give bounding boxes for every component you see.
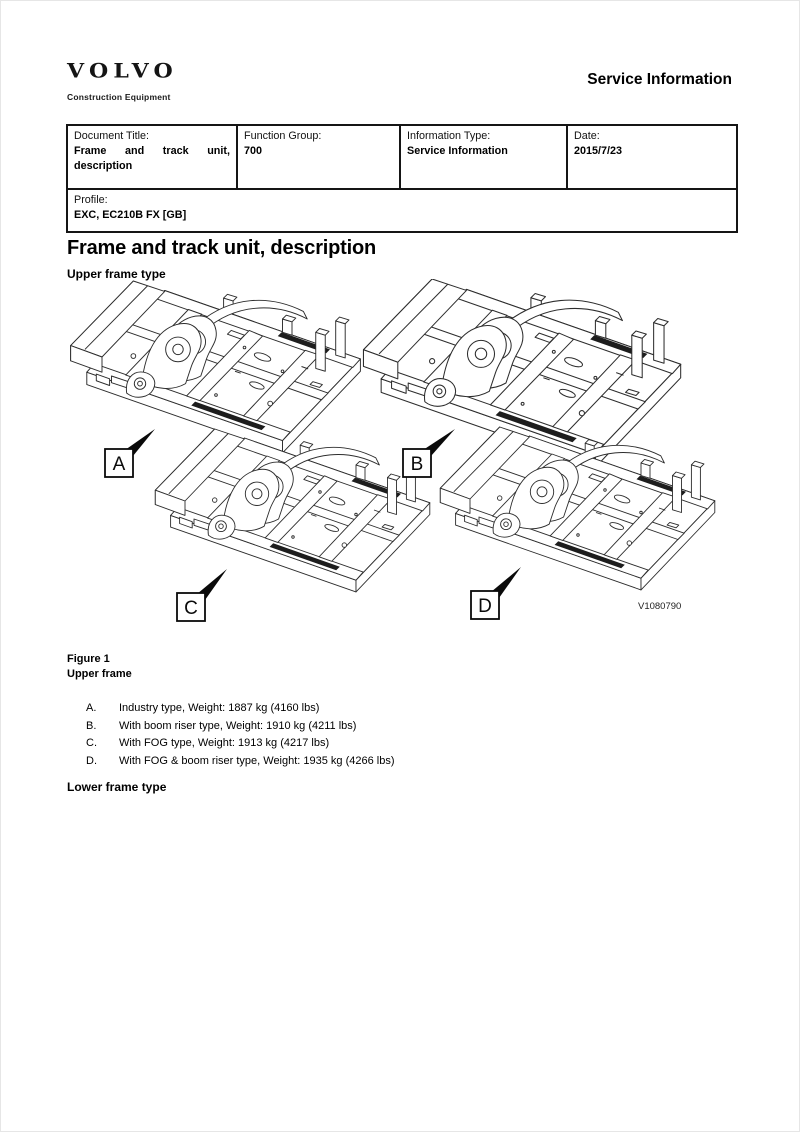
list-item-text: With boom riser type, Weight: 1910 kg (4…	[119, 719, 357, 732]
function-group-value: 700	[244, 145, 263, 157]
list-item-text: With FOG type, Weight: 1913 kg (4217 lbs…	[119, 737, 330, 749]
document-title-value: Frame and track unit, description	[74, 145, 230, 172]
profile-value: EXC, EC210B FX [GB]	[74, 209, 187, 221]
callout-c-letter: C	[184, 598, 198, 619]
figure-caption-title: Upper frame	[67, 668, 132, 680]
figure-caption-number: Figure 1	[67, 653, 110, 665]
callout-d-letter: D	[478, 596, 492, 617]
information-type-label: Information Type:	[407, 130, 491, 142]
list-item-key: D.	[86, 754, 97, 767]
list-item-text: With FOG & boom riser type, Weight: 1935…	[119, 754, 395, 767]
function-group-label: Function Group:	[244, 130, 322, 142]
callout-c-box	[176, 592, 206, 622]
volvo-logo: VOLVO Construction Equipment	[67, 59, 173, 102]
callout-a-box	[104, 448, 134, 478]
list-item-key: A.	[86, 702, 97, 714]
date-label: Date:	[574, 130, 600, 142]
callout-b-letter: B	[411, 454, 424, 475]
volvo-logo-subtitle: Construction Equipment	[67, 92, 171, 102]
frame-drawing-industry-type	[70, 280, 361, 454]
date-value: 2015/7/23	[574, 145, 623, 157]
callout-b-box	[402, 448, 432, 478]
list-item: C. With FOG type, Weight: 1913 kg (4217 l…	[67, 735, 395, 753]
section-heading-lower-frame: Lower frame type	[67, 780, 167, 794]
information-type-cell: Information Type: Service Information	[399, 124, 568, 190]
list-item-text: Industry type, Weight: 1887 kg (4160 lbs…	[119, 702, 320, 714]
document-title-cell: Document Title: Frame and track unit, de…	[66, 124, 238, 190]
date-cell: Date: 2015/7/23	[566, 124, 738, 190]
document-title-label: Document Title:	[74, 130, 150, 142]
function-group-cell: Function Group: 700	[236, 124, 401, 190]
callout-a-letter: A	[113, 454, 126, 475]
frame-drawing-fog-type	[154, 428, 431, 593]
profile-label: Profile:	[74, 194, 108, 206]
information-type-value: Service Information	[407, 145, 508, 157]
list-item: D. With FOG & boom riser type, Weight: 19…	[67, 753, 395, 771]
list-item-key: B.	[86, 719, 97, 732]
list-item: B. With boom riser type, Weight: 1910 kg …	[67, 718, 395, 736]
figure-caption: Figure 1 Upper frame	[67, 652, 132, 682]
list-item: A. Industry type, Weight: 1887 kg (4160 l…	[67, 700, 395, 718]
profile-cell: Profile: EXC, EC210B FX [GB]	[66, 188, 738, 233]
section-heading-upper-frame: Upper frame type	[67, 267, 166, 281]
list-item-key: C.	[86, 737, 97, 749]
page-type-heading: Service Information	[587, 71, 732, 88]
upper-frame-figure: A B C D V1080790	[70, 279, 716, 622]
page-title: Frame and track unit, description	[67, 237, 377, 259]
volvo-logo-text: VOLVO	[67, 59, 179, 82]
frame-variant-list: A. Industry type, Weight: 1887 kg (4160 l…	[67, 700, 395, 770]
callout-d-box	[470, 590, 500, 620]
figure-reference-code: V1080790	[638, 601, 681, 612]
document-info-table: Document Title: Frame and track unit, de…	[66, 124, 738, 233]
